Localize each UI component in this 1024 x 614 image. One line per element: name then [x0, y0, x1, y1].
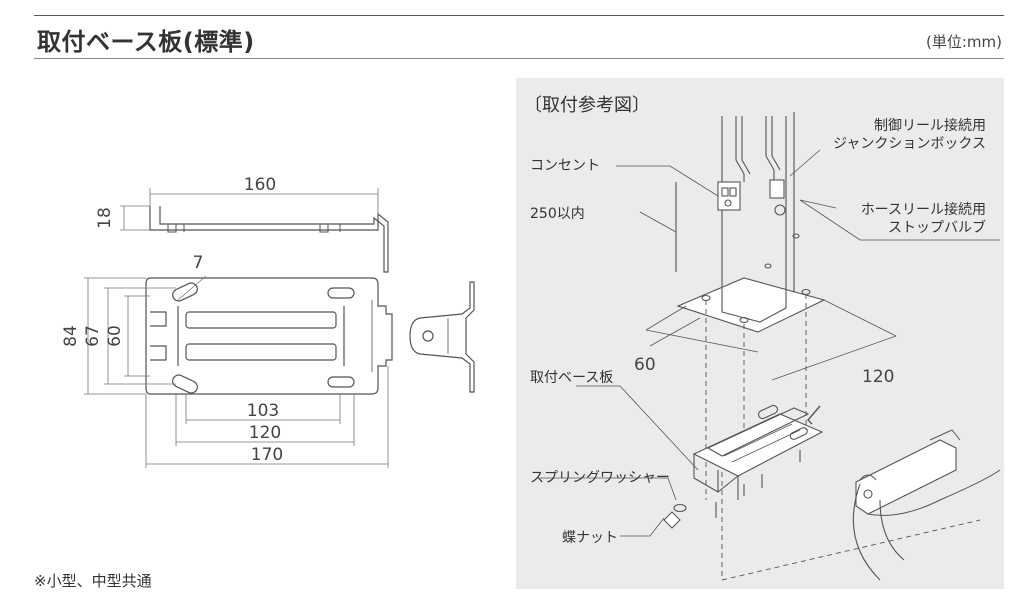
end-view: [409, 281, 475, 393]
header-top-rule: [34, 15, 1004, 16]
label-hose-valve-line1: ホースリール接続用: [861, 201, 986, 218]
dim-120-label: 120: [249, 423, 281, 443]
reference-panel-background: [516, 78, 1004, 589]
dim-60-label: 60: [105, 325, 125, 347]
reference-title: 〔取付参考図〕: [524, 95, 650, 116]
label-outlet: コンセント: [530, 158, 600, 174]
dim-7-label: 7: [193, 253, 204, 273]
label-wing-nut: 蝶ナット: [562, 530, 618, 546]
side-view: [120, 188, 389, 273]
reference-illustration: [540, 112, 1001, 581]
dim-103-label: 103: [247, 401, 279, 421]
footnote: ※小型、中型共通: [34, 572, 152, 590]
header-bottom-rule: [34, 58, 1004, 59]
label-spring-washer: スプリングワッシャー: [530, 470, 670, 486]
dim-67-label: 67: [83, 325, 103, 347]
dim-160-label: 160: [244, 175, 276, 195]
unit-note: (単位:mm): [926, 33, 1002, 51]
label-junction-line2: ジャンクションボックス: [833, 136, 986, 152]
label-250: 250以内: [530, 206, 585, 222]
plan-view: [84, 275, 393, 468]
label-base-plate: 取付ベース板: [530, 370, 613, 386]
label-dim-60: 60: [634, 355, 656, 375]
dim-170-label: 170: [251, 445, 283, 465]
page-title: 取付ベース板(標準): [37, 28, 255, 56]
label-hose-valve-line2: ストップバルブ: [888, 219, 986, 236]
label-junction-line1: 制御リール接続用: [874, 117, 986, 134]
label-dim-120: 120: [862, 367, 894, 387]
dim-18-label: 18: [95, 207, 115, 229]
dim-84-label: 84: [61, 325, 81, 347]
